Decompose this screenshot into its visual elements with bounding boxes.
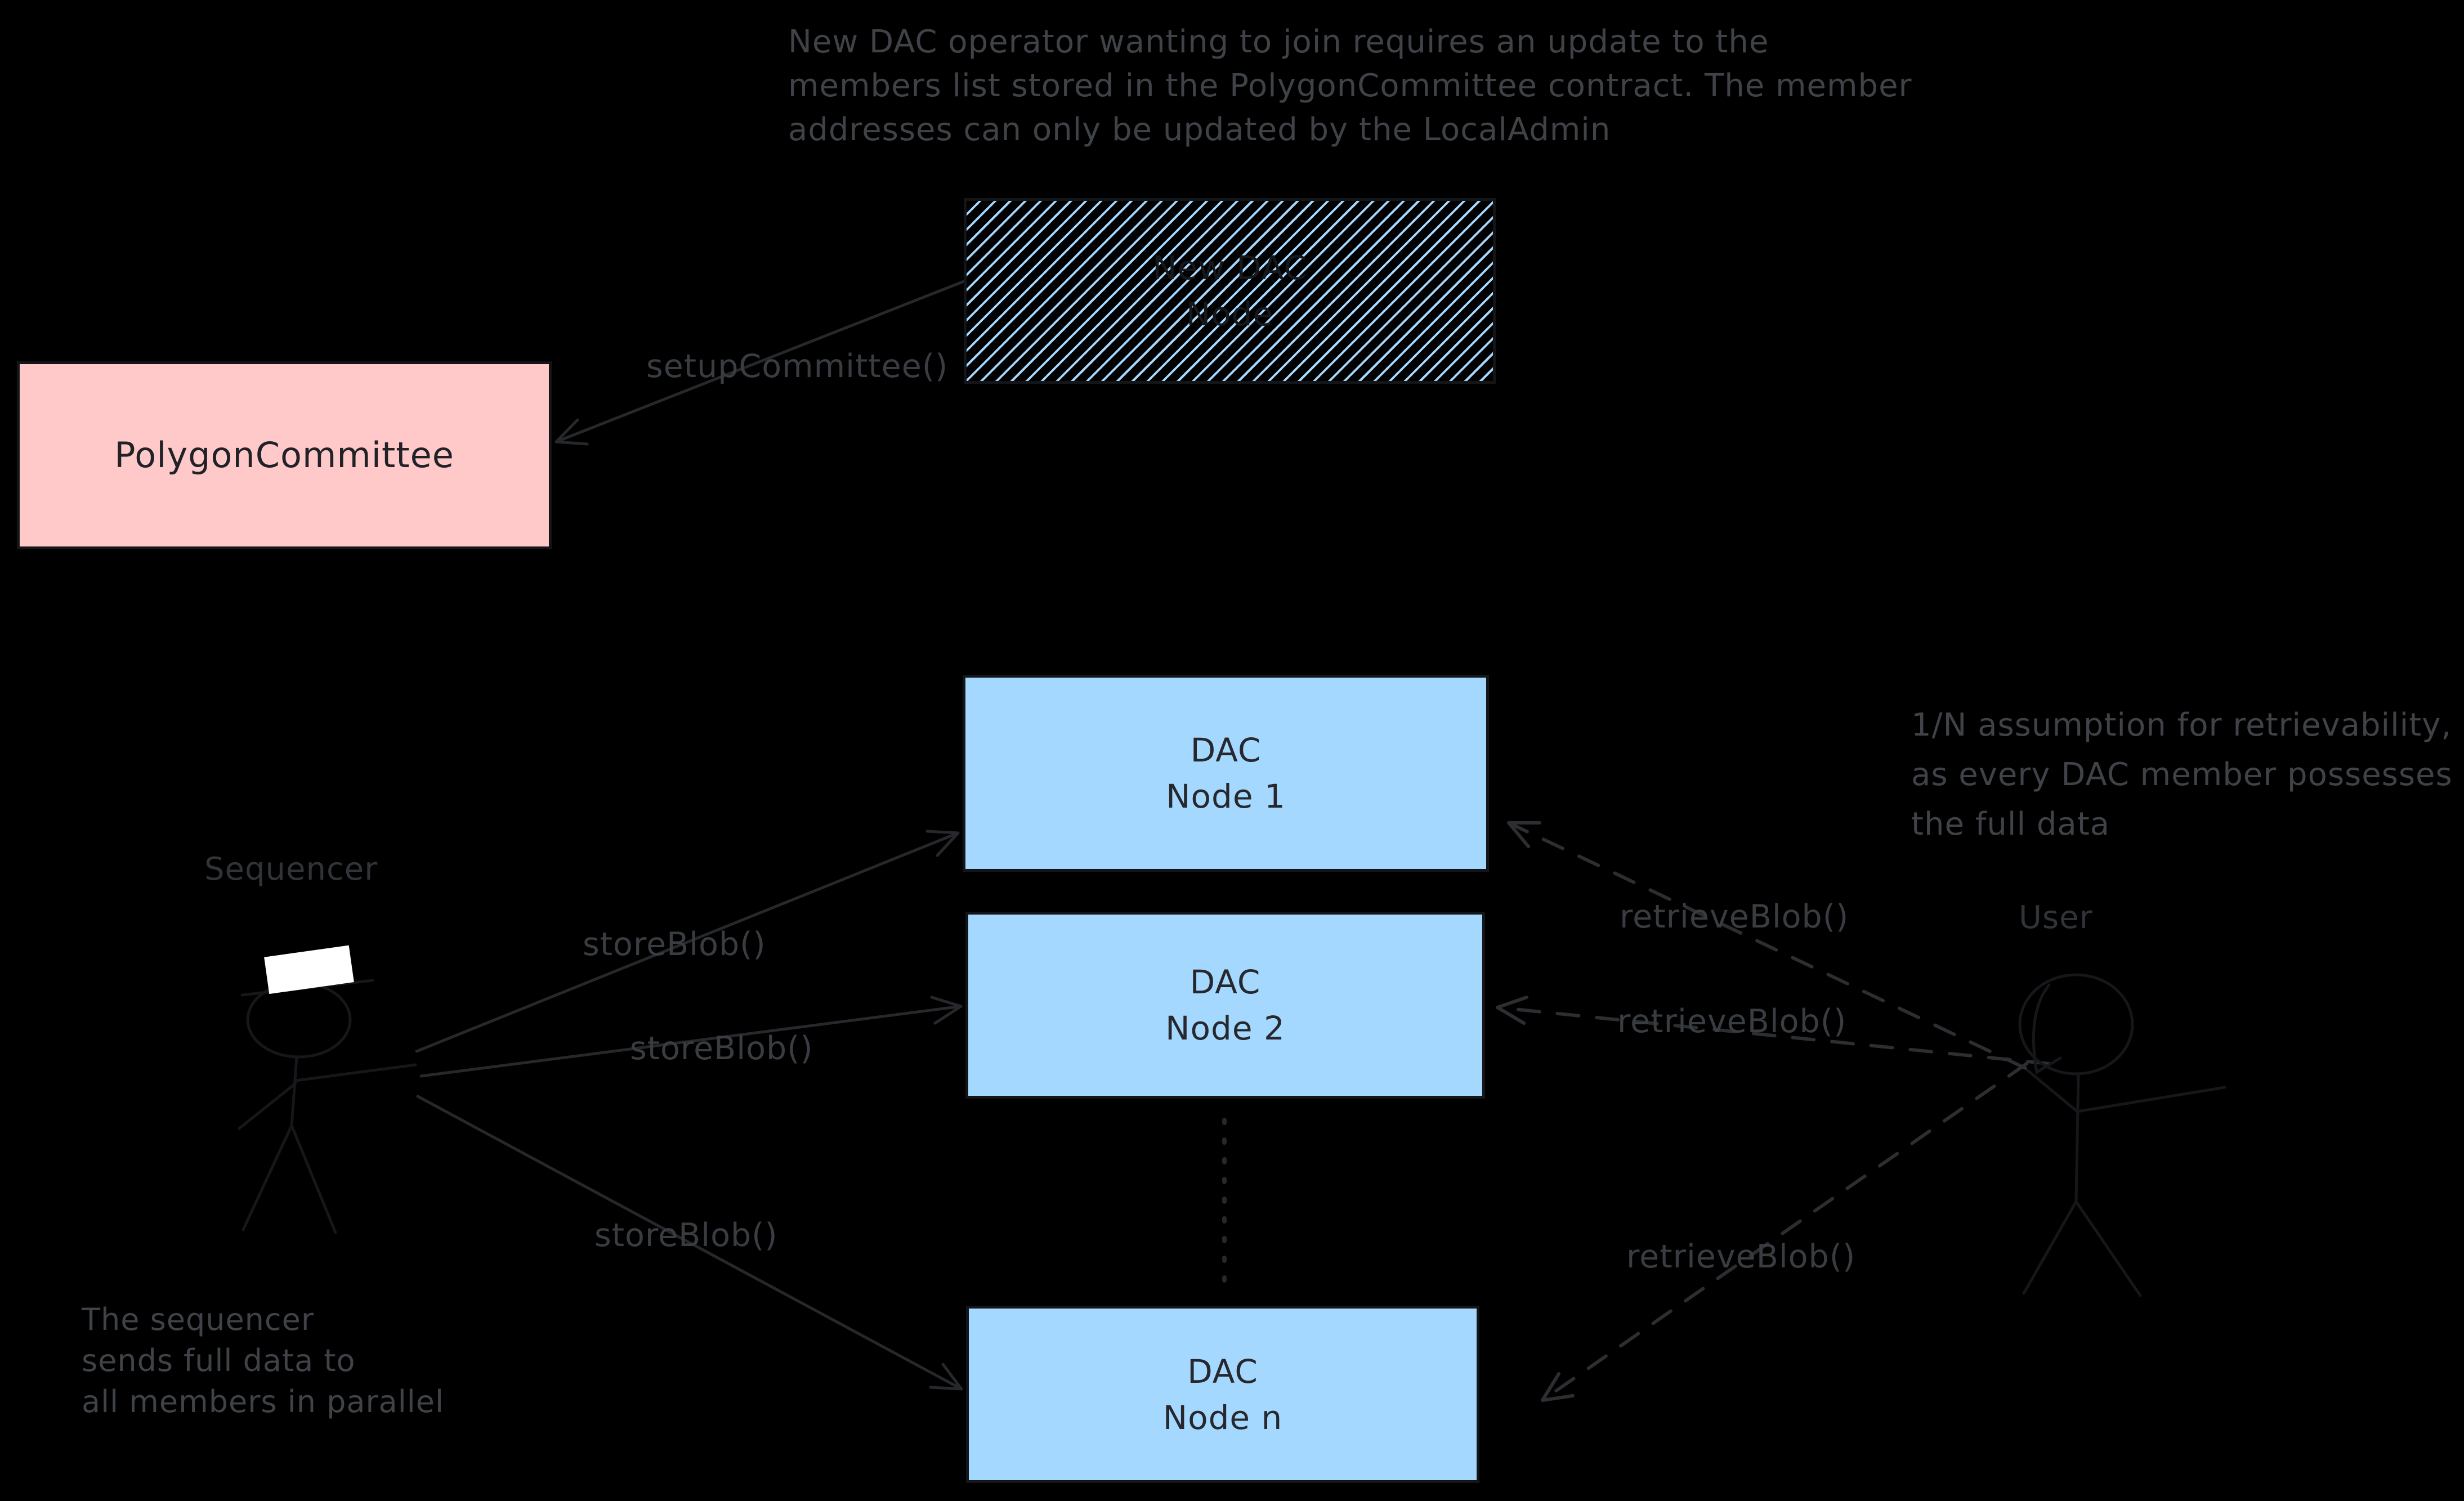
dac-node-2-label-line1: DAC	[1189, 963, 1261, 1001]
sequencer-broadcast-note-line1: The sequencer	[82, 1302, 315, 1337]
store-blob-arrow-2	[419, 996, 963, 1078]
dac-node-2-label-line2: Node 2	[1165, 1009, 1285, 1047]
dac-node-2-box: DAC Node 2	[965, 912, 1485, 1099]
retrievability-note-line1: 1/N assumption for retrievability,	[1911, 707, 2452, 743]
sequencer-figure-icon	[238, 945, 417, 1234]
user-label: User	[2019, 899, 2093, 936]
sequencer-label: Sequencer	[204, 851, 378, 888]
retrieve-blob-edge-label-2: retrieveBlob()	[1617, 1003, 1847, 1040]
retrievability-note: 1/N assumption for retrievability, as ev…	[1911, 701, 2453, 849]
retrieve-blob-arrow-1	[1507, 821, 2027, 1070]
dac-node-1-label-line1: DAC	[1190, 731, 1262, 769]
retrieve-blob-edge-label-1: retrieveBlob()	[1620, 898, 1849, 935]
new-dac-node-label-line1: New DAC	[1152, 249, 1307, 287]
dac-node-n-label-line2: Node n	[1162, 1398, 1283, 1437]
join-requirement-note-line2: members list stored in the PolygonCommit…	[788, 68, 1912, 104]
setup-committee-edge-label: setupCommittee()	[646, 348, 949, 385]
retrievability-note-line2: as every DAC member possesses	[1911, 756, 2453, 793]
store-blob-arrow-3	[416, 1095, 963, 1391]
join-requirement-note-line3: addresses can only be updated by the Loc…	[788, 111, 1611, 148]
retrievability-note-line3: the full data	[1911, 806, 2110, 843]
user-figure-icon	[2018, 973, 2226, 1297]
polygon-committee-box: PolygonCommittee	[17, 361, 552, 549]
sequencer-broadcast-note: The sequencer sends full data to all mem…	[82, 1299, 444, 1422]
dac-node-1-label-line2: Node 1	[1166, 777, 1286, 816]
polygon-committee-label: PolygonCommittee	[114, 434, 454, 476]
retrieve-blob-arrow-3	[1541, 1062, 2028, 1402]
setup-committee-arrow	[554, 280, 965, 446]
sequencer-broadcast-note-line2: sends full data to	[82, 1343, 356, 1378]
store-blob-edge-label-1: storeBlob()	[583, 926, 766, 963]
new-dac-node-box: New DAC Node	[964, 198, 1496, 384]
retrieve-blob-arrow-2	[1496, 996, 2051, 1065]
retrieve-blob-edge-label-3: retrieveBlob()	[1626, 1238, 1856, 1275]
store-blob-edge-label-3: storeBlob()	[594, 1217, 778, 1254]
dac-node-n-box: DAC Node n	[966, 1306, 1479, 1483]
sequencer-broadcast-note-line3: all members in parallel	[82, 1384, 444, 1419]
store-blob-edge-label-2: storeBlob()	[630, 1030, 813, 1067]
dac-node-1-box: DAC Node 1	[963, 675, 1489, 872]
store-blob-arrow-1	[415, 830, 960, 1053]
dac-node-n-label-line1: DAC	[1187, 1352, 1258, 1391]
join-requirement-note-line1: New DAC operator wanting to join require…	[788, 24, 1769, 60]
sequencer-hat	[264, 945, 354, 994]
join-requirement-note: New DAC operator wanting to join require…	[788, 20, 1912, 152]
new-dac-node-label-line2: Node	[1186, 295, 1274, 333]
